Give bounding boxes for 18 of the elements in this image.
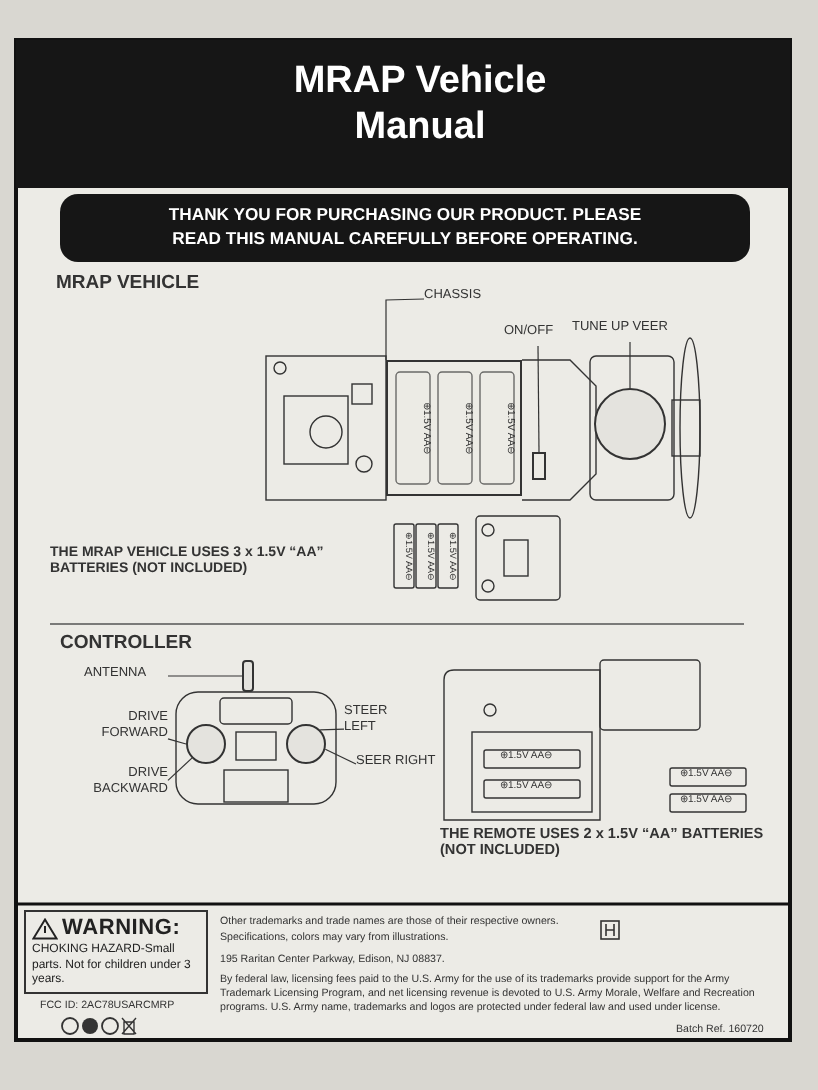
- section-heading: MRAP VEHICLE: [56, 274, 200, 296]
- leader-line: [167, 675, 243, 677]
- leader-line: [385, 298, 425, 361]
- leader-line: [537, 345, 540, 453]
- warning-box: [24, 910, 208, 994]
- leader-line: [167, 738, 187, 745]
- leader-line: [629, 341, 631, 389]
- notice-banner: [60, 194, 750, 262]
- warning-heading: WARNING:: [62, 916, 181, 941]
- antenna: [242, 660, 254, 692]
- manual-title: MRAP Vehicle Manual: [291, 60, 549, 152]
- power-switch: [532, 452, 546, 480]
- leader-line: [324, 748, 357, 765]
- battery-compartment: [386, 360, 522, 496]
- leader-line: [167, 757, 193, 781]
- leader-line: [319, 728, 345, 731]
- section-heading: CONTROLLER: [60, 634, 192, 656]
- notice-text: THANK YOU FOR PURCHASING OUR PRODUCT. PLEASE READ THIS MANUAL CAREFULLY BEFORE OPERATING.: [166, 204, 644, 252]
